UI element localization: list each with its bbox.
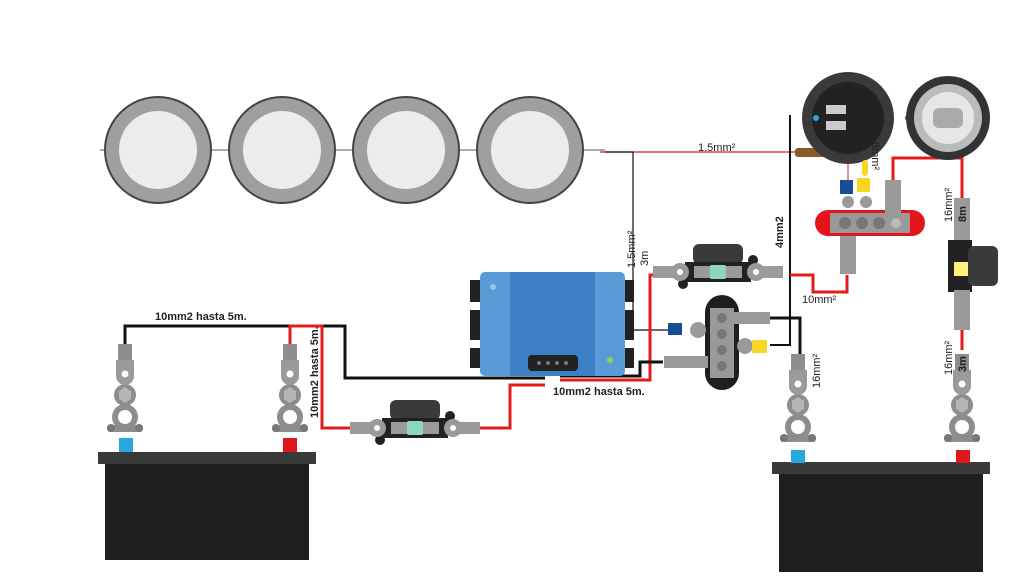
label-main-negative-cable: 4mm2	[774, 216, 786, 248]
battery-clamp-left-positive	[272, 384, 308, 432]
label-fuse-to-battery-size: 16mm²	[943, 340, 955, 375]
positive-busbar	[815, 180, 925, 274]
label-busbar-to-fuse-size: 16mm²	[943, 187, 955, 222]
dc-dc-charger	[470, 272, 634, 376]
label-lights-cable: 1.5mm²	[698, 142, 736, 154]
label-left-top-cable: 10mm2 hasta 5m.	[155, 311, 247, 323]
ceiling-light-2	[228, 96, 336, 204]
ceiling-light-4	[476, 96, 584, 204]
ceiling-light-3	[352, 96, 460, 204]
label-busbar-to-fuse-length: 8m	[957, 206, 969, 222]
midi-fuse-top	[653, 244, 783, 289]
blue-crimp-connector	[840, 180, 853, 194]
anl-fuse-holder	[948, 198, 998, 330]
ceiling-light-1	[104, 96, 212, 204]
label-lights-return-size: 1.5mm²	[626, 230, 638, 268]
yellow-crimp-connector	[857, 178, 870, 192]
label-lights-return-length: 3m	[639, 251, 651, 266]
label-controller-bottom-cable: 10mm2 hasta 5m.	[553, 386, 645, 398]
yellow-spade-connector	[862, 160, 868, 176]
ring-terminal	[281, 344, 299, 385]
ring-terminal	[789, 354, 807, 395]
label-usb-cable: 6mm²	[869, 142, 881, 170]
battery-left	[98, 438, 316, 560]
rocker-switch[interactable]	[906, 76, 990, 160]
battery-clamp-right-negative	[780, 394, 816, 442]
label-fuse-to-battery-length: 3m	[957, 356, 969, 372]
label-negative-battery-cable: 16mm²	[811, 353, 823, 388]
battery-clamp-right-positive	[944, 394, 980, 442]
negative-busbar	[664, 295, 770, 390]
midi-fuse-left	[350, 400, 480, 445]
label-left-vertical-cable: 10mm2 hasta 5m.	[309, 326, 321, 418]
usb-socket	[802, 72, 894, 164]
label-fuse-to-busbar-cable: 10mm²	[802, 294, 837, 306]
battery-clamp-left-negative	[107, 384, 143, 432]
battery-right	[772, 450, 990, 572]
ring-terminal	[116, 344, 134, 385]
